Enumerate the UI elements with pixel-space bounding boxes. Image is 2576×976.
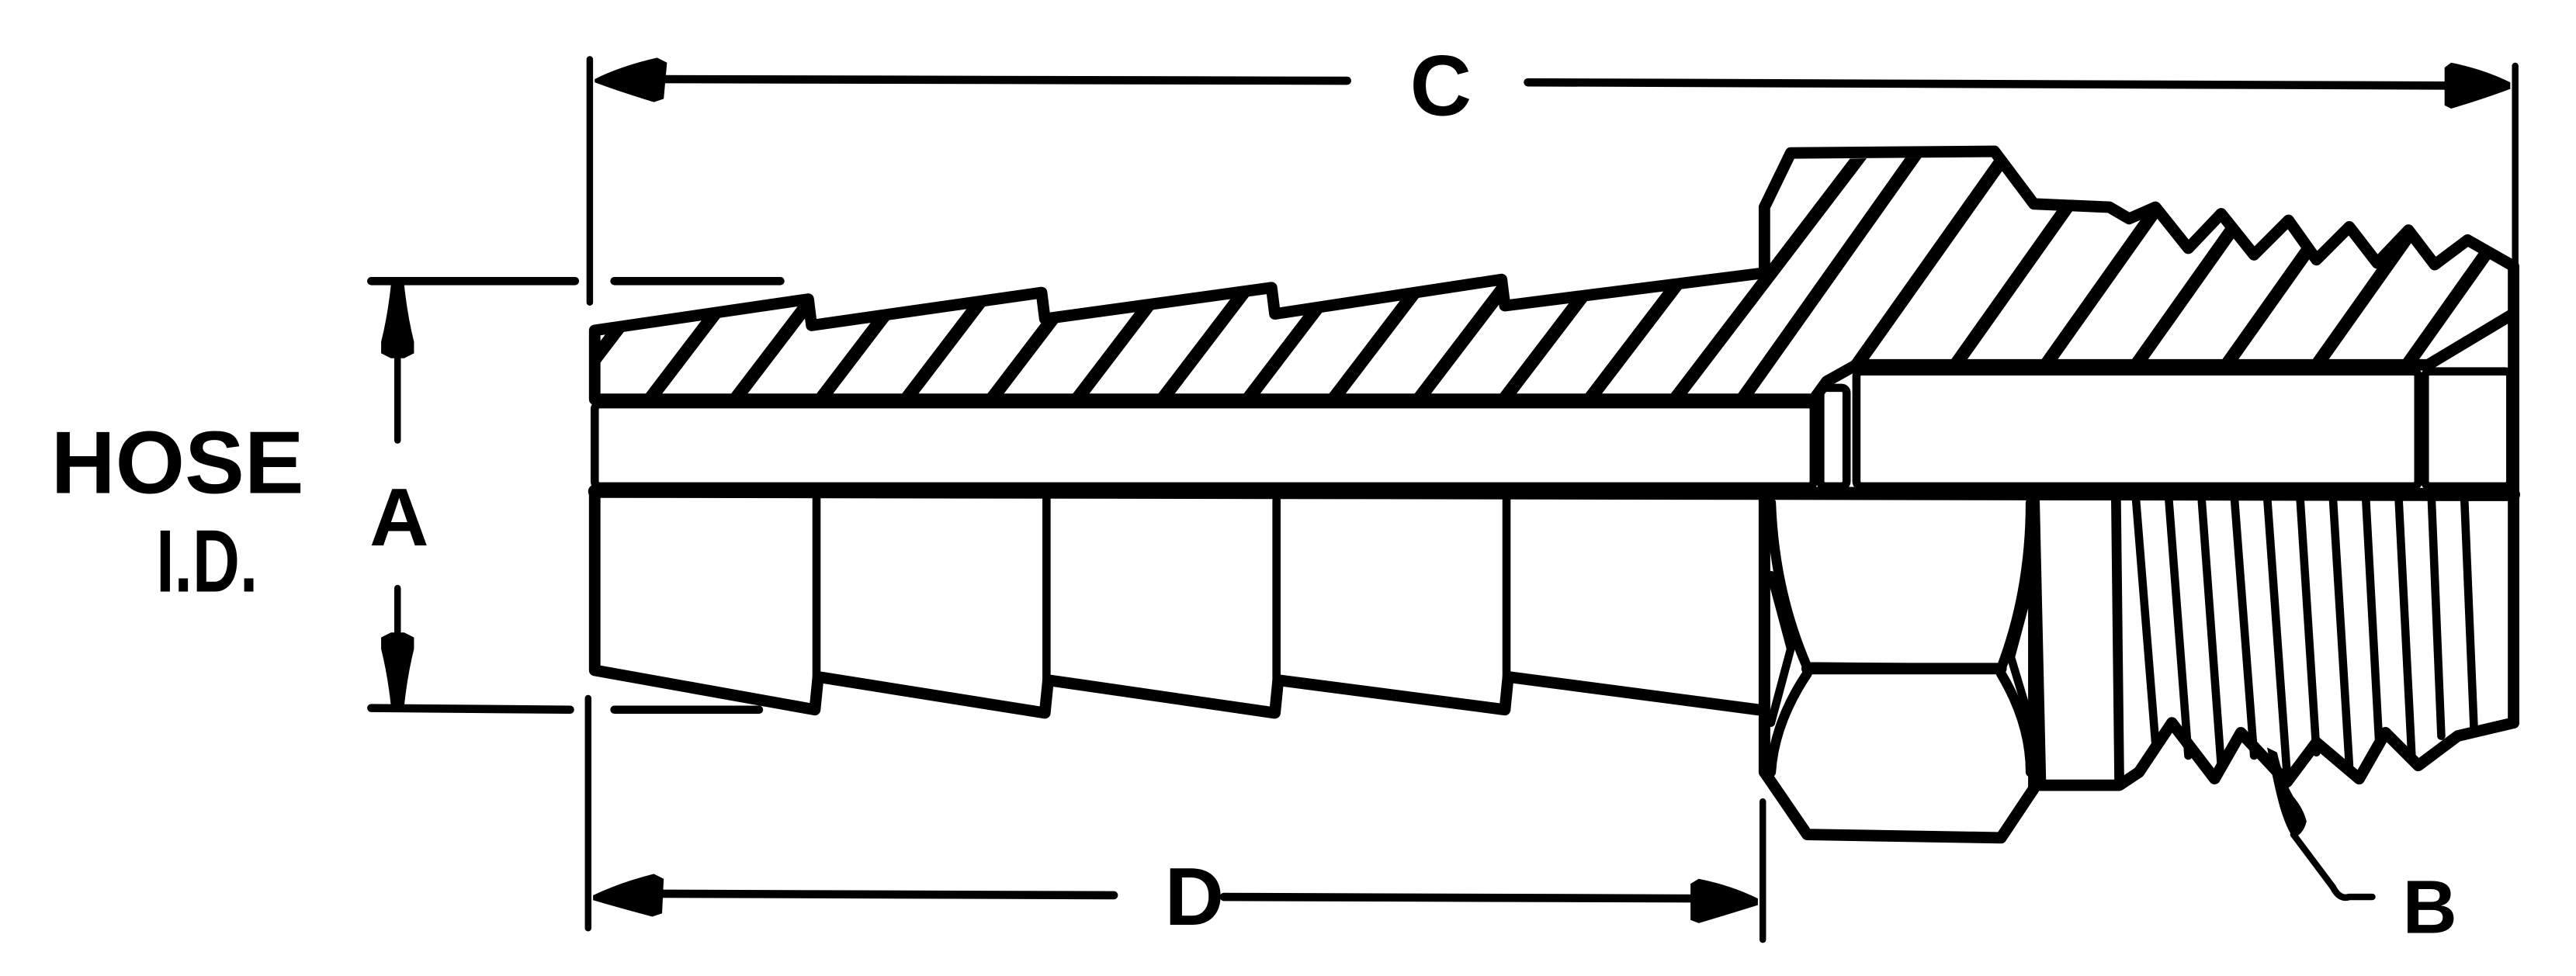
arrowhead-icon bbox=[595, 57, 667, 102]
male-thread bbox=[2028, 490, 2519, 791]
label-d: D bbox=[1165, 851, 1224, 943]
arrowhead-icon bbox=[593, 874, 664, 917]
arrowhead-icon bbox=[1690, 878, 1758, 923]
dim-line-c-left bbox=[628, 74, 1351, 85]
dim-line-d-left bbox=[628, 889, 1118, 900]
dimension-a: A bbox=[367, 277, 785, 715]
dimension-c: C bbox=[586, 39, 2519, 306]
label-a: A bbox=[369, 472, 428, 563]
arrowhead-icon bbox=[2444, 62, 2511, 109]
label-c: C bbox=[1410, 39, 1472, 134]
hose-text: HOSE bbox=[51, 414, 304, 512]
dimension-d: D bbox=[584, 694, 1766, 943]
dim-line-c-right bbox=[1524, 78, 2469, 90]
bore-end bbox=[2420, 367, 2515, 491]
label-b: B bbox=[2402, 865, 2456, 950]
dim-line-d-right bbox=[1219, 892, 1721, 903]
id-text: I.D. bbox=[156, 512, 258, 611]
dimension-b: B bbox=[2267, 747, 2457, 950]
extension-line-bottom bbox=[367, 704, 574, 715]
center-line bbox=[588, 484, 2521, 501]
upper-outline bbox=[588, 145, 2519, 729]
bore-passage bbox=[590, 400, 1818, 491]
bore-gap bbox=[1816, 383, 1851, 491]
leader-line bbox=[2290, 831, 2376, 902]
hex-nut bbox=[1758, 490, 2040, 844]
leader-arrowhead-icon bbox=[2267, 747, 2307, 838]
fitting-body bbox=[588, 145, 2521, 844]
lower-barbs bbox=[588, 485, 1770, 778]
hose-id-label: HOSE I.D. bbox=[51, 414, 304, 611]
bore-thread-section bbox=[1852, 367, 2423, 491]
arrowhead-up-icon bbox=[381, 284, 414, 358]
arrowhead-down-icon bbox=[381, 632, 414, 707]
